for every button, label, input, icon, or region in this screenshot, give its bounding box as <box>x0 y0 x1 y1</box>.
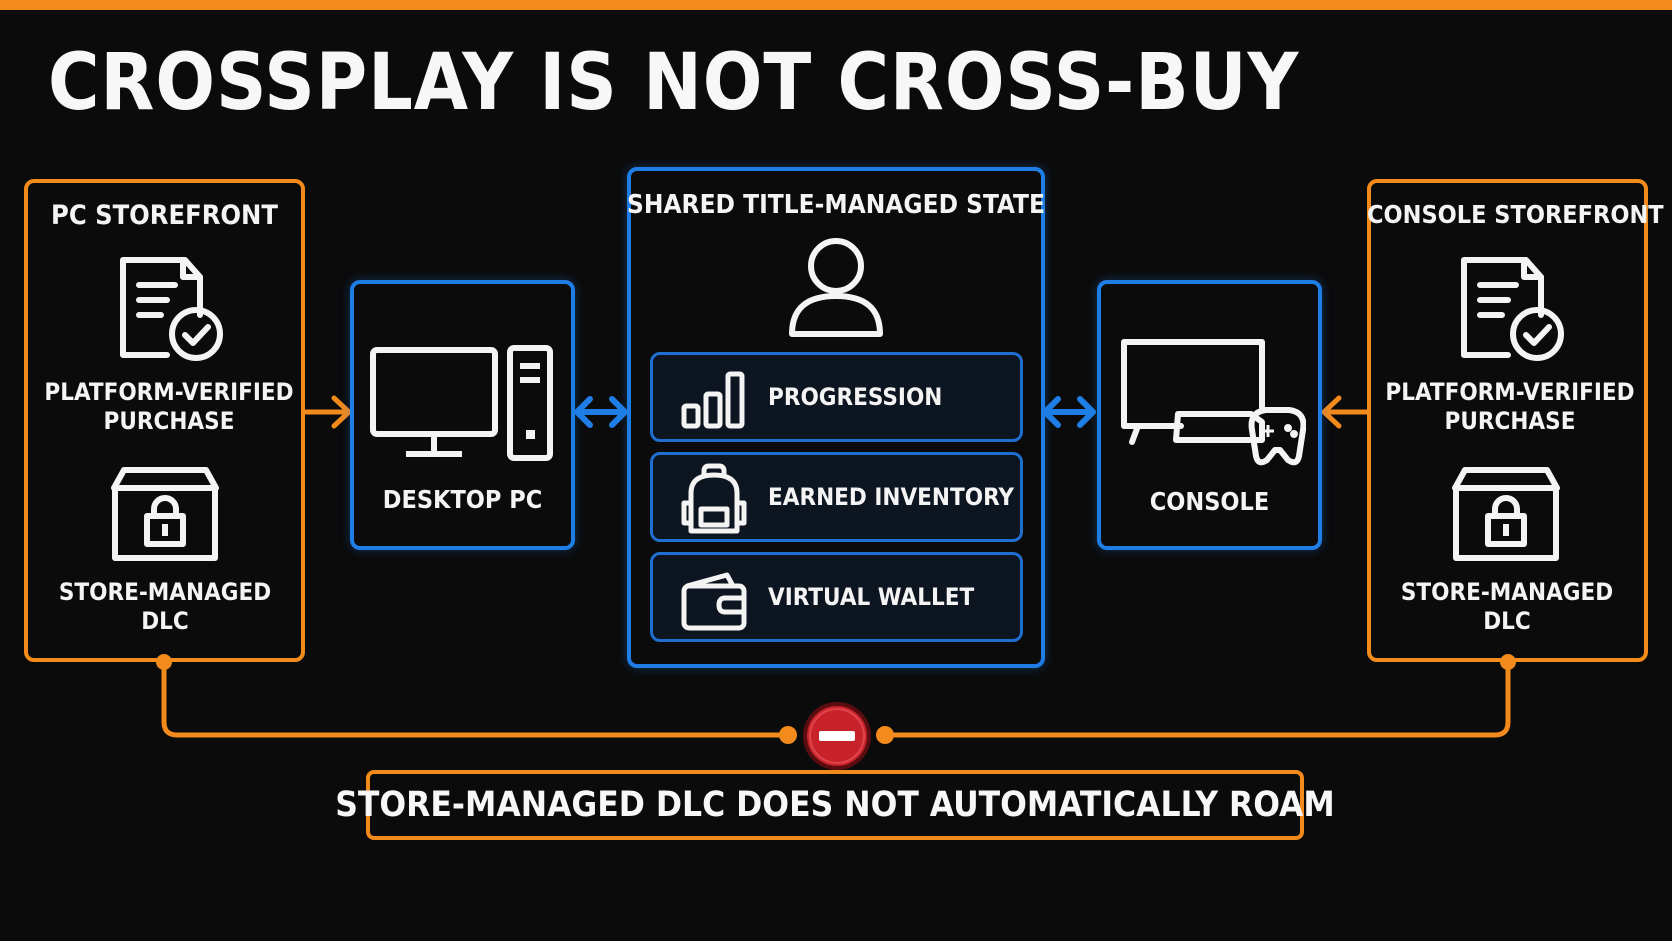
shared-item-earned-inventory: EARNED INVENTORY <box>650 452 1023 542</box>
backpack-icon <box>681 463 747 534</box>
console-dlc-label: STORE-MANAGED DLC <box>1400 578 1614 635</box>
locked-box-icon <box>111 467 219 561</box>
verified-document-icon <box>120 257 223 361</box>
page-title: CROSSPLAY IS NOT CROSS-BUY <box>48 38 1300 128</box>
verified-document-icon <box>1461 257 1564 361</box>
pc-storefront-header: PC STOREFRONT <box>51 200 278 231</box>
console-label: CONSOLE <box>1149 487 1270 516</box>
console-panel <box>1097 280 1322 550</box>
desktop-pc-panel <box>350 280 575 550</box>
shared-item-progression: PROGRESSION <box>650 352 1023 442</box>
console-dlc-connector <box>890 659 1511 738</box>
pc-dlc-connector <box>161 659 783 738</box>
virtual-wallet-label: VIRTUAL WALLET <box>768 583 975 611</box>
locked-box-icon <box>1452 467 1560 561</box>
desktop-computer-icon <box>370 345 553 461</box>
shared-state-panel <box>627 167 1045 668</box>
console-to-console-arrow <box>1320 395 1370 429</box>
console-sync-arrow <box>1042 396 1096 428</box>
desktop-pc-label: DESKTOP PC <box>382 485 543 514</box>
shared-item-virtual-wallet: VIRTUAL WALLET <box>650 552 1023 642</box>
pc-storefront-panel <box>24 179 305 662</box>
progression-label: PROGRESSION <box>768 383 943 411</box>
console-storefront-panel <box>1367 179 1648 662</box>
earned-inventory-label: EARNED INVENTORY <box>768 483 1015 511</box>
pc-verified-purchase-label: PLATFORM-VERIFIED PURCHASE <box>44 378 294 435</box>
wallet-icon <box>681 572 747 631</box>
console-tv-gamepad-icon <box>1121 339 1306 466</box>
caption-box: STORE-MANAGED DLC DOES NOT AUTOMATICALLY… <box>335 770 1335 840</box>
user-profile-icon <box>789 238 883 337</box>
pc-to-desktop-arrow <box>303 395 353 429</box>
shared-state-header: SHARED TITLE-MANAGED STATE <box>627 190 1045 220</box>
console-storefront-header: CONSOLE STOREFRONT <box>1367 200 1664 229</box>
console-verified-purchase-label: PLATFORM-VERIFIED PURCHASE <box>1385 378 1635 435</box>
pc-dlc-label: STORE-MANAGED DLC <box>58 578 272 635</box>
bar-chart-icon <box>681 371 745 429</box>
top-accent-bar <box>0 0 1672 10</box>
caption-text: STORE-MANAGED DLC DOES NOT AUTOMATICALLY… <box>335 785 1335 825</box>
desktop-sync-arrow <box>574 396 628 428</box>
blocked-icon <box>803 702 871 770</box>
